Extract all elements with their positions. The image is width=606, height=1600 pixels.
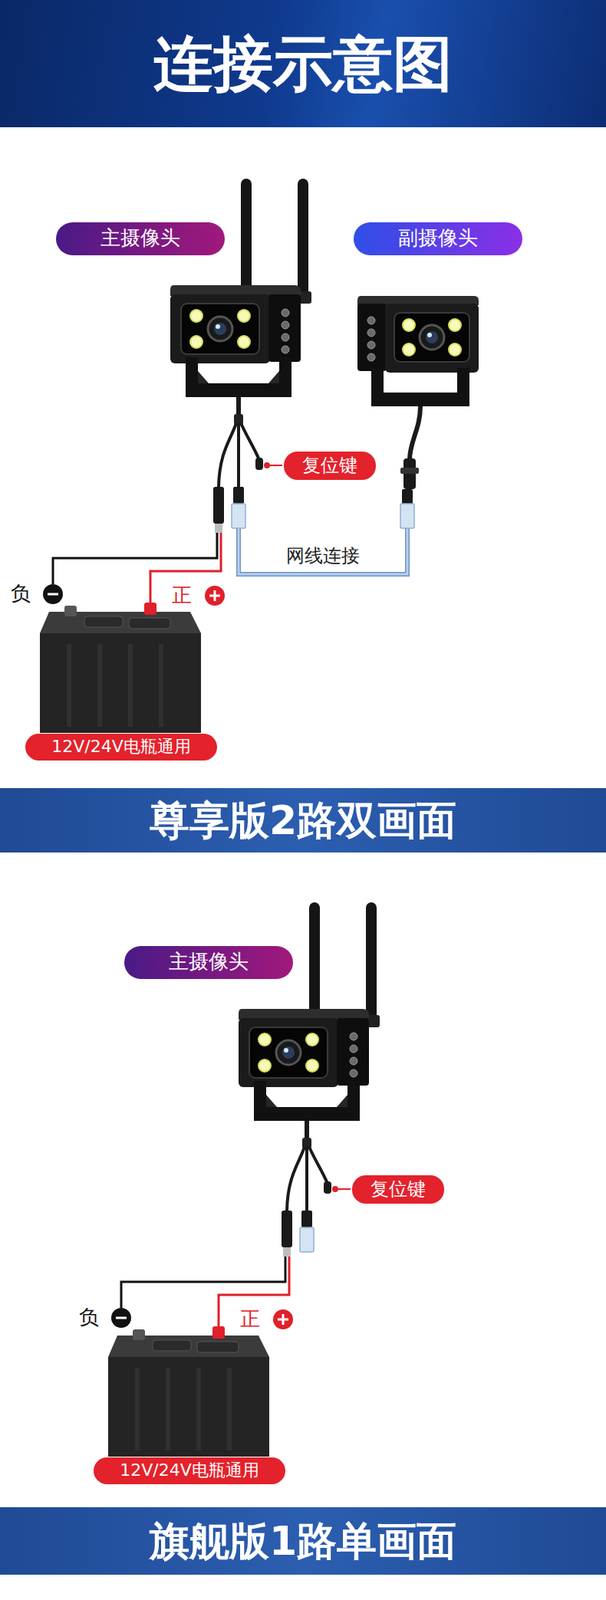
rj45-boot xyxy=(401,489,413,505)
main-camera-rig xyxy=(39,178,312,734)
page-title: 连接示意图 xyxy=(0,0,606,128)
battery-label-pill: 12V/24V电瓶通用 xyxy=(93,1458,286,1486)
cable-label: 网线连接 xyxy=(286,545,360,568)
ir-led xyxy=(402,343,415,356)
node-text: 12V/24V电瓶通用 xyxy=(119,1461,260,1482)
version-band: 旗舰版1路单画面 xyxy=(0,1508,606,1576)
camera-body xyxy=(385,303,479,373)
polarity-label: 正 xyxy=(240,1307,261,1332)
node-text: 复位键 xyxy=(370,1179,426,1202)
camera-label-pill: 副摄像头 xyxy=(353,222,523,256)
node-text: 副摄像头 xyxy=(398,226,478,251)
node-text: 旗舰版1路单画面 xyxy=(149,1518,457,1566)
node-text: 主摄像头 xyxy=(168,950,249,975)
node-text: 尊享版2路双画面 xyxy=(149,797,457,845)
node-text: 12V/24V电瓶通用 xyxy=(51,737,192,758)
polarity-label: 负 xyxy=(10,582,31,606)
ir-led xyxy=(402,319,415,332)
camera-side xyxy=(357,303,387,372)
polarity-label: 负 xyxy=(79,1306,99,1331)
ir-led xyxy=(448,319,462,332)
side-led xyxy=(367,329,376,337)
camera-label-pill: 主摄像头 xyxy=(124,946,294,980)
network-cable-core xyxy=(238,528,408,575)
mount-bracket xyxy=(371,368,470,407)
lens-glass xyxy=(425,331,439,344)
camera-label-pill: 主摄像头 xyxy=(55,222,225,256)
battery-label-pill: 12V/24V电瓶通用 xyxy=(25,734,218,761)
rj45-plug xyxy=(400,503,415,529)
polarity-label: 正 xyxy=(171,583,192,608)
side-led xyxy=(367,316,376,325)
reset-label-pill: 复位键 xyxy=(352,1175,445,1205)
header-bar: 连接示意图 xyxy=(0,0,606,128)
sub-camera xyxy=(357,296,479,529)
version-band: 尊享版2路双画面 xyxy=(0,788,606,854)
node-text: 复位键 xyxy=(302,454,358,478)
camera-cable xyxy=(409,406,421,461)
lens xyxy=(419,325,445,350)
node-text: 主摄像头 xyxy=(100,226,181,251)
connector-collar xyxy=(400,467,419,475)
side-led xyxy=(367,353,376,362)
camera-face xyxy=(394,312,470,363)
side-led xyxy=(367,341,376,350)
network-cable xyxy=(238,528,408,575)
main-camera-rig xyxy=(108,902,380,1458)
lens-glint xyxy=(427,332,432,338)
ir-led xyxy=(448,343,462,356)
reset-label-pill: 复位键 xyxy=(283,451,376,481)
